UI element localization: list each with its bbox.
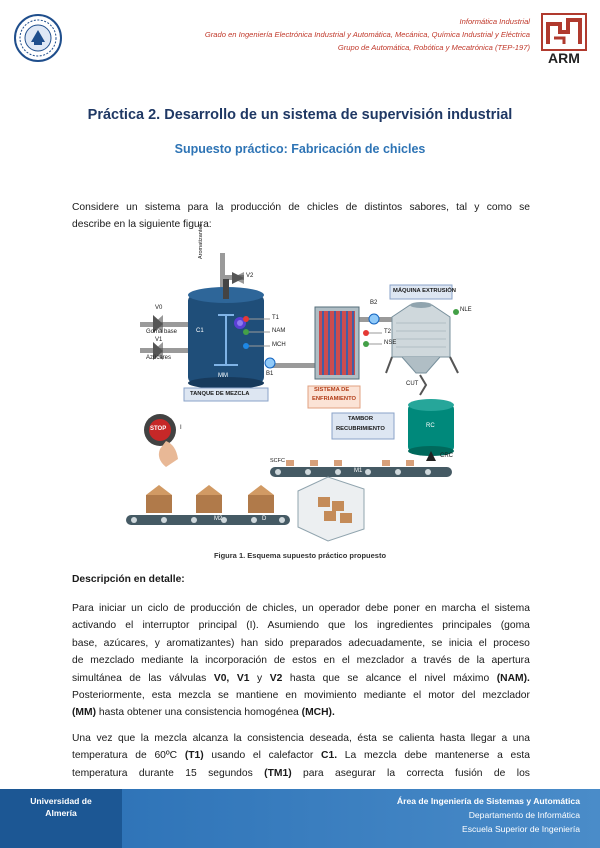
footer-department: Departamento de Informática (468, 810, 580, 820)
label-tambor-1: TAMBOR (348, 416, 374, 422)
coating-drum-icon (408, 399, 454, 456)
label-goma-base: Goma base (146, 329, 178, 335)
cooling-system-icon (314, 306, 360, 380)
intro-line-1: Considere un sistema para la producción … (72, 202, 530, 213)
pump-b2-icon (368, 313, 380, 325)
label-aromatizantes: Aromatizantes (198, 223, 204, 259)
paragraph-line: Posteriormente, esta mezcla se mantiene … (72, 690, 530, 702)
arm-logo: ARM (540, 12, 588, 66)
label-cut: CUT (406, 381, 419, 387)
intro-paragraph: Considere un sistema para la producción … (72, 199, 530, 234)
header-course: Informática Industrial (459, 17, 530, 26)
paragraph-2-body: Una vez que la mezcla alcanza la consist… (72, 730, 530, 782)
label-d: D (262, 516, 267, 522)
paragraph-1-body: Para iniciar un ciclo de producción de c… (72, 600, 530, 722)
conveyor-m2-icon (126, 515, 290, 525)
label-v2: V2 (246, 273, 254, 279)
footer-university-line1: Universidad de (30, 796, 92, 806)
footer-area: Área de Ingeniería de Sistemas y Automát… (396, 796, 580, 806)
valve-v0-icon (153, 315, 163, 333)
arm-logo-label: ARM (548, 50, 580, 66)
paragraph-line: de mezclado mediante la incorporación de… (72, 655, 530, 667)
label-maquina-extrusion: MÁQUINA EXTRUSIÓN (393, 288, 456, 294)
paragraph-line: Una vez que la mezcla alcanza la consist… (72, 733, 530, 744)
label-scfc: SCFC (270, 458, 285, 464)
paragraph-line: base, azúcares, y aromatizantes) han sid… (72, 637, 530, 649)
pump-b1-icon (264, 357, 276, 369)
label-nam: NAM (272, 328, 286, 334)
page-subtitle: Supuesto práctico: Fabricación de chicle… (174, 142, 426, 156)
section-heading: Descripción en detalle: (72, 574, 185, 585)
valve-v1-icon (153, 342, 163, 360)
label-sistema-enfriamiento-2: ENFRIAMIENTO (312, 396, 357, 402)
extrusion-machine-icon (385, 284, 459, 374)
label-b2: B2 (370, 300, 378, 306)
label-nse: NSE (384, 340, 397, 346)
paragraph-line: temperatura durante 15 segundos (TM1) pa… (72, 767, 530, 779)
label-m1: M1 (354, 468, 363, 474)
label-mch: MCH (272, 342, 286, 348)
process-figure: Aromatizantes V2 V0 Goma base V1 Azúcare… (120, 224, 480, 545)
valve-v2-icon (232, 272, 244, 284)
paragraph-line: activando el interruptor principal (I). … (72, 620, 530, 632)
footer-school: Escuela Superior de Ingeniería (461, 824, 580, 834)
paragraph-line: Para iniciar un ciclo de producción de c… (72, 603, 530, 614)
paragraph-line: temperatura de 60ºC (T1) usando el calef… (72, 750, 530, 762)
label-c1: C1 (196, 328, 204, 334)
label-stop: STOP (150, 426, 167, 432)
label-b1: B1 (266, 371, 274, 377)
paragraph-line: (MM) hasta obtener una consistencia homo… (72, 707, 335, 719)
warehouse-icon (297, 476, 365, 542)
label-mm: MM (218, 373, 228, 379)
label-tambor-2: RECUBRIMIENTO (336, 426, 385, 432)
label-t2: T2 (384, 329, 392, 335)
label-t1: T1 (272, 315, 280, 321)
label-i: I (180, 425, 182, 431)
label-v1: V1 (155, 337, 163, 343)
page-title: Práctica 2. Desarrollo de un sistema de … (87, 107, 513, 123)
university-seal-logo (14, 14, 62, 62)
label-nle: NLE (460, 307, 472, 313)
stop-button-icon (144, 414, 178, 467)
label-crc: CRC (440, 453, 453, 459)
label-tanque-mezcla: TANQUE DE MEZCLA (190, 391, 250, 397)
figure-caption: Figura 1. Esquema supuesto práctico prop… (213, 551, 387, 560)
header-group: Grupo de Automática, Robótica y Mecatrón… (337, 43, 530, 52)
paragraph-line: simultánea de las válvulas V0, V1 y V2 h… (72, 672, 530, 684)
label-m2: M2 (214, 516, 223, 522)
footer-university-block (0, 789, 122, 848)
label-azucares: Azúcares (146, 355, 172, 361)
label-v0: V0 (155, 305, 163, 311)
label-sistema-enfriamiento-1: SISTEMA DE (314, 387, 350, 393)
intro-line-2: describe en la siguiente figura: (72, 219, 212, 231)
conveyor-m1-icon (270, 460, 452, 477)
footer-university-line2: Almería (45, 808, 77, 818)
header-degree: Grado en Ingeniería Electrónica Industri… (204, 30, 530, 39)
packaging-boxes-icon (146, 485, 274, 513)
label-rc: RC (426, 423, 435, 429)
